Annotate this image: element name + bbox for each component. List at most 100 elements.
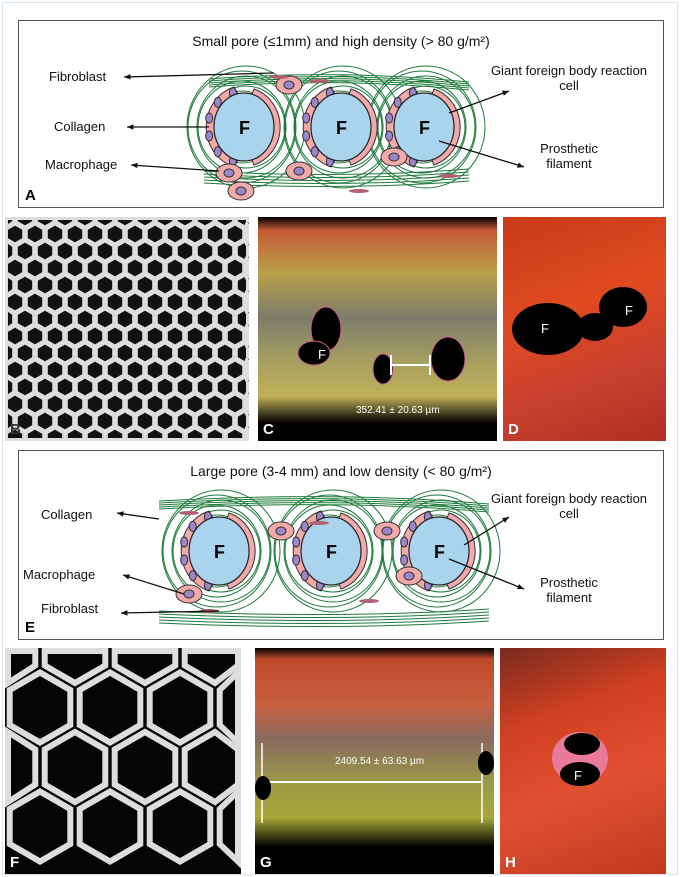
label-giant-cell: Giant foreign body reaction cell	[490, 63, 648, 93]
mesh-strand	[76, 669, 144, 746]
mesh-strand	[154, 273, 176, 297]
nucleus	[300, 570, 309, 582]
mesh-strand	[134, 239, 156, 263]
mesh-strand	[204, 256, 226, 280]
mesh-strand	[111, 648, 179, 687]
mesh-strand	[194, 341, 216, 365]
mesh-strand	[84, 392, 106, 416]
nucleus	[403, 571, 415, 581]
mesh-strand	[84, 256, 106, 280]
mesh-strand	[214, 273, 236, 297]
panel-e-schematic: Large pore (3-4 mm) and low density (< 8…	[18, 450, 664, 640]
mesh-strand	[134, 273, 156, 297]
panel-g-micrograph: 2409.54 ± 63.63 µm G	[255, 648, 494, 874]
filament-hole	[560, 762, 600, 786]
nucleus	[180, 554, 189, 566]
nucleus	[302, 130, 311, 142]
mesh-strand	[14, 307, 36, 331]
mesh-strand	[94, 409, 116, 433]
mesh-strand	[64, 256, 86, 280]
mesh-strand	[114, 375, 136, 399]
mesh-strand	[134, 217, 156, 229]
mesh-strand	[64, 290, 86, 314]
collagen-fiber	[162, 494, 272, 608]
mesh-strand	[5, 290, 26, 314]
mesh-strand	[144, 426, 166, 441]
collagen-fiber	[158, 500, 490, 509]
mesh-strand	[174, 273, 196, 297]
label-collagen: Collagen	[54, 119, 106, 134]
mesh-strand	[24, 392, 46, 416]
mesh-strand	[14, 217, 36, 229]
mesh-strand	[5, 272, 16, 298]
mesh-strand	[5, 358, 26, 382]
mesh-strand	[184, 358, 206, 382]
filament-letter: F	[239, 118, 250, 138]
mesh-strand	[164, 222, 186, 246]
mesh-strand	[6, 788, 74, 865]
fibroblast	[269, 75, 289, 79]
nucleus	[393, 96, 402, 108]
arrowhead	[124, 74, 131, 80]
mesh-strand	[234, 272, 249, 298]
mesh-strand	[174, 217, 196, 229]
mesh-strand	[14, 273, 36, 297]
mesh-strand	[181, 648, 241, 687]
mesh-strand	[204, 426, 226, 441]
collagen-fiber	[172, 504, 262, 598]
panel-d-letter-f2: F	[625, 303, 633, 318]
panel-h-drawing	[552, 732, 608, 786]
mesh-strand	[164, 392, 186, 416]
mesh-strand	[34, 375, 56, 399]
arrowhead	[502, 90, 509, 96]
mesh-strand	[204, 324, 226, 348]
nucleus	[310, 146, 319, 158]
mesh-strand	[184, 324, 206, 348]
mesh-strand	[14, 239, 36, 263]
panel-e-title: Large pore (3-4 mm) and low density (< 8…	[190, 463, 492, 479]
mesh-strand	[184, 392, 206, 416]
mesh-strand	[54, 375, 76, 399]
mesh-strand	[174, 409, 196, 433]
collagen-fiber	[208, 76, 470, 85]
mesh-strand	[234, 217, 249, 230]
label-fibroblast: Fibroblast	[41, 601, 99, 616]
filament-hole	[255, 776, 271, 800]
mesh-strand	[124, 290, 146, 314]
mesh-strand	[234, 340, 249, 366]
mesh-strand	[224, 358, 246, 382]
label-filament: Prosthetic filament	[540, 575, 598, 605]
mesh-strand	[74, 409, 96, 433]
mesh-strand	[174, 239, 196, 263]
mesh-strand	[164, 256, 186, 280]
mesh-strand	[94, 341, 116, 365]
mesh-strand	[54, 239, 76, 263]
mesh-strand	[5, 408, 16, 434]
collagen-fiber	[158, 502, 490, 511]
prosthetic-filament	[213, 92, 275, 162]
mesh-strand	[181, 728, 241, 806]
mesh-strand	[104, 256, 126, 280]
collagen-fiber	[392, 504, 482, 598]
panel-g-measurement: 2409.54 ± 63.63 µm	[335, 756, 425, 767]
mesh-strand	[44, 290, 66, 314]
mesh-strand	[124, 222, 146, 246]
nucleus	[400, 536, 409, 548]
panel-d-drawing	[512, 287, 647, 355]
nucleus	[310, 96, 319, 108]
mesh-strand	[44, 392, 66, 416]
nucleus	[205, 130, 214, 142]
mesh-strand	[94, 239, 116, 263]
collagen-fiber	[158, 611, 490, 619]
nucleus	[235, 186, 247, 196]
mesh-strand	[24, 290, 46, 314]
mesh-strand	[224, 222, 246, 246]
collagen-fiber	[158, 620, 490, 628]
mesh-strand	[184, 290, 206, 314]
mesh-strand	[84, 290, 106, 314]
mesh-strand	[94, 307, 116, 331]
mesh-strand	[124, 256, 146, 280]
filament-hole	[478, 751, 494, 775]
collagen-fiber	[208, 82, 470, 91]
